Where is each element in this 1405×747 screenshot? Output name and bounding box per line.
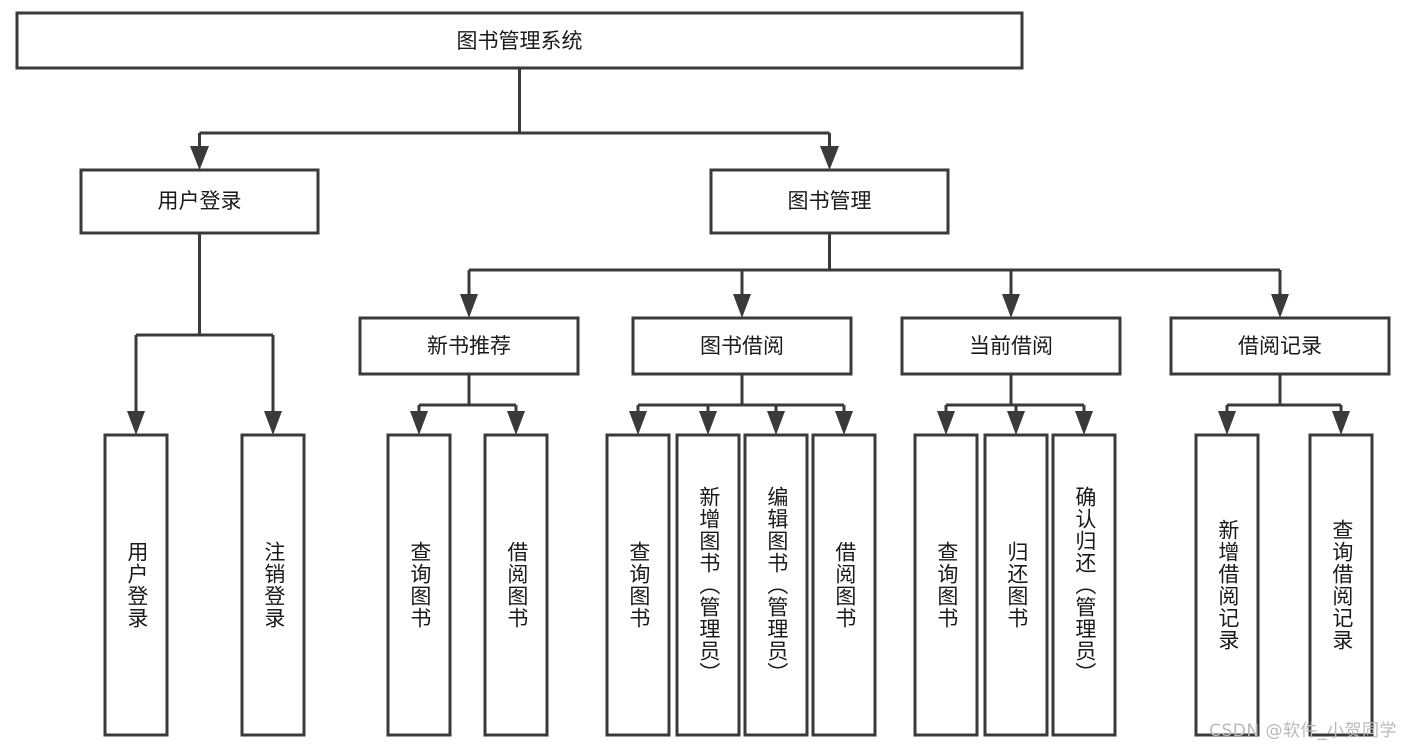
node-borrow-record[interactable]: 借阅记录 bbox=[1169, 316, 1391, 376]
arrow-head-leaf-edit-book-admin bbox=[767, 411, 785, 435]
node-book-manage-box[interactable] bbox=[709, 168, 950, 235]
leaf-box-query-book-2[interactable] bbox=[605, 433, 671, 737]
arrow-head-leaf-user-login bbox=[127, 411, 145, 435]
node-book-borrow[interactable]: 图书借阅 bbox=[631, 316, 853, 376]
node-borrow-record-box[interactable] bbox=[1169, 316, 1391, 376]
leaf-box-query-book-3[interactable] bbox=[913, 433, 979, 737]
leaf-box-add-book-admin[interactable] bbox=[675, 433, 741, 737]
arrow-head-book-borrow bbox=[733, 294, 751, 318]
node-root[interactable]: 图书管理系统 bbox=[15, 11, 1024, 70]
leaf-box-confirm-return-admin[interactable] bbox=[1051, 433, 1117, 737]
arrow-head-leaf-query-book-2 bbox=[629, 411, 647, 435]
node-new-book-recommend-label: 新书推荐 bbox=[427, 334, 511, 358]
node-layer: 图书管理系统 用户登录 图书管理 新书推荐 图书借阅 当前借阅 bbox=[15, 11, 1391, 737]
leaf-box-logout-login[interactable] bbox=[240, 433, 306, 737]
leaf-box-borrow-book-1[interactable] bbox=[483, 433, 549, 737]
arrow-head-leaf-borrow-book-2 bbox=[835, 411, 853, 435]
arrow-head-leaf-add-borrow-record bbox=[1218, 411, 1236, 435]
connector-layer bbox=[127, 68, 1350, 435]
node-book-manage-label: 图书管理 bbox=[788, 189, 872, 213]
node-user-login[interactable]: 用户登录 bbox=[79, 168, 320, 235]
node-book-borrow-label: 图书借阅 bbox=[700, 334, 784, 358]
node-root-box[interactable] bbox=[15, 11, 1024, 70]
arrow-head-borrow-record bbox=[1271, 294, 1289, 318]
leaf-box-add-borrow-record[interactable] bbox=[1194, 433, 1260, 737]
arrow-head-book-manage bbox=[820, 146, 839, 170]
node-user-login-label: 用户登录 bbox=[158, 189, 242, 213]
node-user-login-box[interactable] bbox=[79, 168, 320, 235]
node-book-manage[interactable]: 图书管理 bbox=[709, 168, 950, 235]
node-current-borrow[interactable]: 当前借阅 bbox=[900, 316, 1122, 376]
arrow-head-leaf-query-borrow-record bbox=[1332, 411, 1350, 435]
leaf-box-edit-book-admin[interactable] bbox=[743, 433, 809, 737]
arrow-head-current-borrow bbox=[1002, 294, 1020, 318]
arrow-head-user-login bbox=[190, 146, 209, 170]
arrow-head-leaf-add-book-admin bbox=[699, 411, 717, 435]
arrow-head-leaf-borrow-book-1 bbox=[507, 411, 525, 435]
arrow-head-leaf-query-book-3 bbox=[937, 411, 955, 435]
arrow-head-leaf-confirm-return-admin bbox=[1075, 411, 1093, 435]
node-new-book-recommend-box[interactable] bbox=[358, 316, 580, 376]
node-book-borrow-box[interactable] bbox=[631, 316, 853, 376]
leaf-box-query-borrow-record[interactable] bbox=[1308, 433, 1374, 737]
leaf-box-query-book-1[interactable] bbox=[386, 433, 452, 737]
node-borrow-record-label: 借阅记录 bbox=[1238, 334, 1322, 358]
node-root-label: 图书管理系统 bbox=[457, 29, 583, 53]
node-current-borrow-label: 当前借阅 bbox=[969, 334, 1053, 358]
arrow-head-leaf-return-book bbox=[1007, 411, 1025, 435]
leaf-box-borrow-book-2[interactable] bbox=[811, 433, 877, 737]
arrow-head-leaf-logout-login bbox=[264, 411, 282, 435]
leaf-box-return-book[interactable] bbox=[983, 433, 1049, 737]
leaf-box-user-login[interactable] bbox=[103, 433, 169, 737]
watermark-text: CSDN @软件_小贺同学 bbox=[1209, 721, 1397, 741]
node-current-borrow-box[interactable] bbox=[900, 316, 1122, 376]
arrow-head-leaf-query-book-1 bbox=[410, 411, 428, 435]
arrow-head-new-book-recommend bbox=[460, 294, 478, 318]
node-new-book-recommend[interactable]: 新书推荐 bbox=[358, 316, 580, 376]
